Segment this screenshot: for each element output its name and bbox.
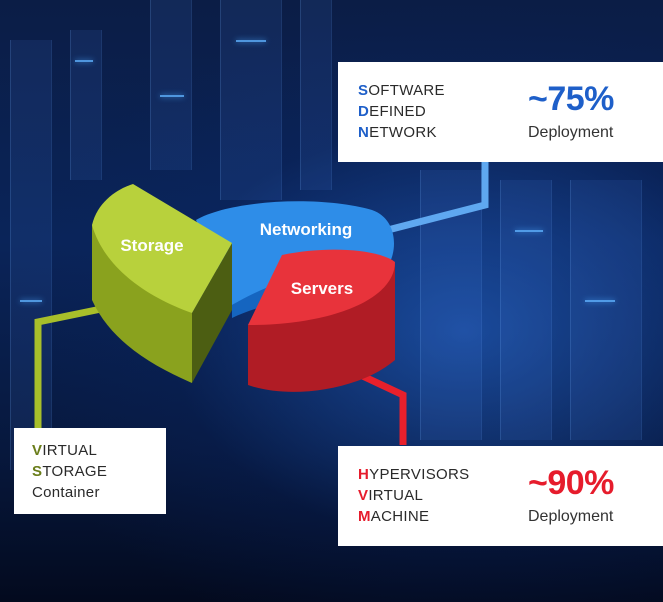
storage-slice (92, 184, 232, 313)
rack-light (160, 95, 184, 97)
server-rack (70, 30, 102, 180)
networking-label: Networking (260, 220, 353, 239)
server-rack (220, 0, 282, 200)
server-rack (150, 0, 192, 170)
acronym-line: HYPERVISORS (358, 466, 470, 483)
hvm-percent: ~90% (528, 464, 614, 502)
storage-slice-side (192, 243, 232, 383)
rack-light (236, 40, 266, 42)
acronym-line: NETWORK (358, 124, 437, 141)
hvm-callout: HYPERVISORS VIRTUAL MACHINE ~90% Deploym… (338, 446, 663, 546)
servers-slice-side (248, 262, 395, 392)
server-rack (10, 40, 52, 470)
rack-light (515, 230, 543, 232)
sdn-acronym: SOFTWARE DEFINED NETWORK (358, 80, 445, 143)
acronym-line: VIRTUAL (32, 442, 98, 459)
vsc-callout: VIRTUAL STORAGE Container (14, 428, 166, 514)
sdn-caption: Deployment (528, 124, 614, 141)
acronym-line: DEFINED (358, 103, 426, 120)
acronym-line: SOFTWARE (358, 82, 445, 99)
hvm-caption: Deployment (528, 508, 614, 525)
acronym-line: VIRTUAL (358, 487, 424, 504)
storage-connector (34, 304, 107, 430)
rack-light (75, 60, 93, 62)
rack-light (20, 300, 42, 302)
server-rack (300, 0, 332, 190)
server-rack (420, 170, 482, 440)
networking-connector (379, 160, 489, 236)
rack-light (585, 300, 615, 302)
server-rack (570, 180, 642, 440)
vsc-acronym: VIRTUAL STORAGE Container (32, 440, 107, 503)
acronym-line: MACHINE (358, 508, 430, 525)
servers-label: Servers (291, 279, 353, 298)
sdn-callout: SOFTWARE DEFINED NETWORK ~75% Deployment (338, 62, 663, 162)
hvm-acronym: HYPERVISORS VIRTUAL MACHINE (358, 464, 469, 527)
server-rack (500, 180, 552, 440)
storage-label: Storage (120, 236, 183, 255)
servers-slice (248, 249, 395, 325)
acronym-line: Container (32, 484, 100, 501)
acronym-line: STORAGE (32, 463, 108, 480)
sdn-percent: ~75% (528, 80, 614, 118)
